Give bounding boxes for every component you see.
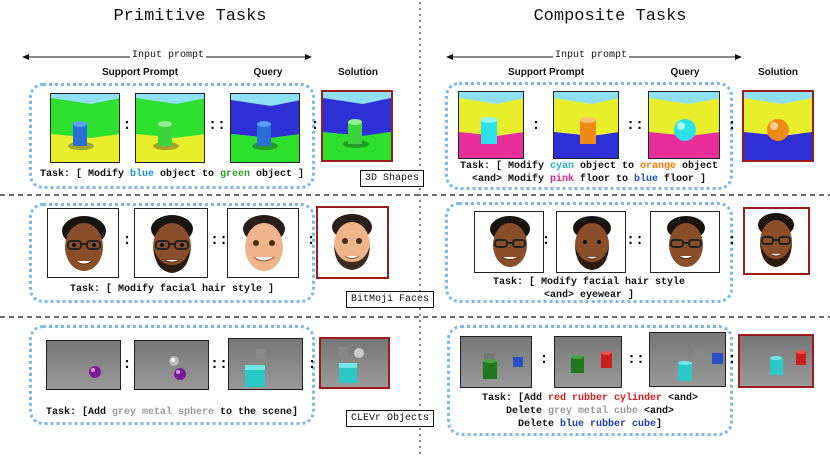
clevr-composite-prompt-box xyxy=(447,325,733,436)
clevr-query-image xyxy=(228,338,303,390)
faces-primitive-solution-image xyxy=(316,206,389,279)
faces-composite-prompt-box xyxy=(445,202,733,303)
shapes-composite-solution-image xyxy=(742,90,814,162)
faces-composite-support-image-1 xyxy=(474,211,544,273)
solution-header-right: Solution xyxy=(758,67,798,78)
faces-support-image-1 xyxy=(47,208,119,278)
input-prompt-label-right: Input prompt xyxy=(553,50,630,61)
shapes-composite-query-image xyxy=(648,91,720,159)
clevr-support-image-1 xyxy=(46,340,121,390)
separator-colon: : xyxy=(727,351,737,368)
separator-colon: : xyxy=(310,117,320,134)
faces-primitive-task-text: Task: [ Modify facial hair style ] xyxy=(69,284,275,295)
clevr-support-image-2 xyxy=(134,340,209,390)
support-prompt-header-right: Support Prompt xyxy=(507,67,585,78)
separator-colon: : xyxy=(531,117,541,134)
composite-header: Composite Tasks xyxy=(533,7,687,26)
clevr-composite-support-image-2 xyxy=(554,336,622,388)
faces-support-image-2 xyxy=(134,208,208,278)
shapes-composite-support-image-1 xyxy=(458,91,524,159)
query-header-left: Query xyxy=(253,67,283,78)
separator-colon: : xyxy=(306,232,316,249)
separator-colon: : xyxy=(541,232,551,249)
faces-tag: BitMoji Faces xyxy=(346,291,435,308)
query-header-right: Query xyxy=(670,67,700,78)
faces-query-image xyxy=(227,208,299,278)
separator-double-colon: :: xyxy=(209,232,228,249)
separator-colon: : xyxy=(727,232,737,249)
separator-colon: : xyxy=(539,351,549,368)
shapes-primitive-prompt-box xyxy=(29,83,315,189)
separator-colon: : xyxy=(122,232,132,249)
separator-colon: : xyxy=(727,117,737,134)
clevr-primitive-prompt-box xyxy=(29,325,315,425)
clevr-composite-query-image xyxy=(649,332,726,387)
faces-composite-support-image-2 xyxy=(556,211,626,273)
separator-double-colon: :: xyxy=(207,117,226,134)
clevr-primitive-task-text: Task: [Add grey metal sphere to the scen… xyxy=(45,407,299,418)
separator-double-colon: :: xyxy=(626,351,645,368)
shapes-support-image-1 xyxy=(50,93,120,163)
shapes-composite-support-image-2 xyxy=(553,91,619,159)
shapes-primitive-task-text: Task: [ Modify blue object to green obje… xyxy=(39,169,305,180)
shapes-support-image-2 xyxy=(135,93,205,163)
shapes-composite-prompt-box xyxy=(445,82,733,190)
shapes-tag: 3D Shapes xyxy=(360,170,425,187)
shapes-primitive-solution-image xyxy=(321,90,393,162)
faces-composite-task-text: Task: [ Modify facial hair style <and> e… xyxy=(492,277,686,301)
row-divider-2 xyxy=(0,316,830,318)
clevr-primitive-solution-image xyxy=(319,337,390,389)
solution-header-left: Solution xyxy=(338,67,378,78)
center-divider xyxy=(419,2,421,456)
faces-composite-solution-image xyxy=(743,207,810,275)
faces-primitive-prompt-box xyxy=(29,203,315,303)
clevr-composite-support-image-1 xyxy=(460,336,532,388)
clevr-composite-task-text: Task: [Add red rubber cylinder <and> Del… xyxy=(481,393,699,430)
shapes-query-image xyxy=(230,93,300,163)
separator-double-colon: :: xyxy=(625,117,644,134)
faces-composite-query-image xyxy=(650,211,720,273)
support-prompt-header-left: Support Prompt xyxy=(101,67,179,78)
clevr-composite-solution-image xyxy=(738,334,814,388)
separator-double-colon: :: xyxy=(625,232,644,249)
separator-colon: : xyxy=(122,356,132,373)
primitive-header: Primitive Tasks xyxy=(113,7,267,26)
shapes-composite-task-text: Task: [ Modify cyan object to orange obj… xyxy=(459,161,719,185)
separator-colon: : xyxy=(307,356,317,373)
row-divider-1 xyxy=(0,194,830,196)
separator-double-colon: :: xyxy=(209,356,228,373)
input-prompt-label-left: Input prompt xyxy=(130,50,207,61)
clevr-tag: CLEVr Objects xyxy=(346,410,435,427)
separator-colon: : xyxy=(122,117,132,134)
